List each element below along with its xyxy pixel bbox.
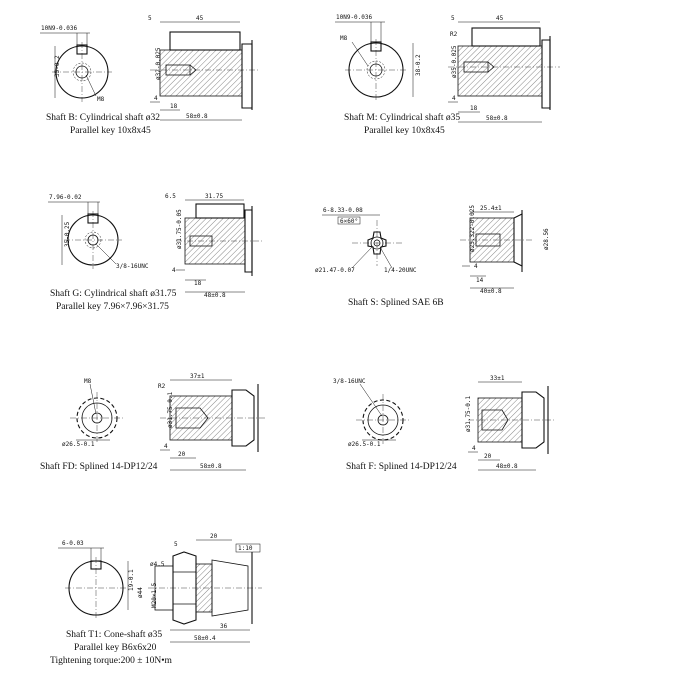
shaft-s-sub: 6×60° — [340, 218, 358, 225]
shaft-b-key-caption: Parallel key 10x8x45 — [70, 126, 151, 136]
shaft-b-side-view — [159, 49, 243, 97]
shaft-b-height-dim: 35-0.2 — [54, 55, 61, 77]
shaft-t1-len1: 5 — [174, 541, 178, 548]
shaft-b-caption: Shaft B: Cylindrical shaft ø32 — [46, 113, 160, 123]
shaft-b-thread: M8 — [97, 96, 105, 103]
shaft-g-key-dim: 7.96-0.02 — [49, 194, 82, 201]
shaft-s-caption: Shaft S: Splined SAE 6B — [348, 298, 444, 308]
shaft-t1-len4: 58±0.4 — [194, 635, 216, 642]
shaft-g-key-caption: Parallel key 7.96×7.96×31.75 — [56, 302, 169, 312]
shaft-s-dia: ø25.322-0.025 — [469, 205, 476, 252]
shaft-t1-torque-caption: Tightening torque:200 ± 10N•m — [50, 656, 172, 666]
shaft-g-dia: ø31.75-0.05 — [176, 209, 183, 249]
shaft-g-thread: 3/8-16UNC — [116, 263, 149, 270]
shaft-b-drawing: 10N9-0.036 35-0.2 M8 5 45 ø32-0.025 4 18… — [40, 15, 260, 121]
shaft-t1-taper: 1:10 — [238, 545, 253, 552]
shaft-s-major: ø21.47-0.07 — [315, 267, 355, 274]
shaft-m-side-view — [457, 45, 543, 97]
shaft-fd-len2: 37±1 — [190, 373, 205, 380]
shaft-s-len4: 40±0.8 — [480, 288, 502, 295]
shaft-t1-caption: Shaft T1: Cone-shaft ø35 — [66, 630, 163, 640]
shaft-b-dia: ø32-0.025 — [155, 47, 162, 80]
shaft-m-len1: 5 — [451, 15, 455, 22]
shaft-f-len3: 20 — [484, 453, 492, 460]
shaft-b-key-dim: 10N9-0.036 — [41, 25, 78, 32]
shaft-b-len5: 4 — [154, 95, 158, 102]
shaft-f-len2: 33±1 — [490, 375, 505, 382]
shaft-t1-drawing: 6-0.03 19-0.1 20 5 1:10 ø4.5 M20×1.5 ø44… — [58, 533, 262, 643]
shaft-g-caption: Shaft G: Cylindrical shaft ø31.75 — [50, 289, 177, 299]
shaft-m-key-dim: 10N9-0.036 — [336, 14, 373, 21]
shaft-t1-dia: ø44 — [137, 587, 144, 598]
shaft-s-len5: 4 — [474, 263, 478, 270]
shaft-t1-d2: ø4.5 — [150, 561, 165, 568]
shaft-m-dia: ø35-0.025 — [451, 45, 458, 78]
shaft-t1-key-caption: Parallel key B6x6x20 — [74, 643, 157, 653]
shaft-g-len3: 18 — [194, 280, 202, 287]
shaft-fd-len4: 58±0.8 — [200, 463, 222, 470]
shaft-b-len1: 5 — [148, 15, 152, 22]
shaft-t1-nut — [172, 551, 197, 625]
shaft-t1-height-dim: 19-0.1 — [128, 569, 135, 591]
shaft-f-minor: ø26.5-0.1 — [348, 441, 381, 448]
shaft-m-radius: R2 — [450, 31, 458, 38]
shaft-b-len4: 58±0.8 — [186, 113, 208, 120]
shaft-t1-len3: 36 — [220, 623, 228, 630]
shaft-g-len4: 48±0.8 — [204, 292, 226, 299]
shaft-s-drawing: 6-8.33-0.08 6×60° ø21.47-0.07 1/4-20UNC … — [315, 205, 550, 295]
shaft-s-thread: 1/4-20UNC — [384, 267, 417, 274]
shaft-b-len3: 18 — [170, 103, 178, 110]
shaft-fd-caption: Shaft FD: Splined 14-DP12/24 — [40, 462, 158, 472]
shaft-f-thread: 3/8-16UNC — [333, 378, 366, 385]
shaft-m-height-dim: 38-0.2 — [415, 54, 422, 76]
shaft-fd-radius: R2 — [158, 383, 166, 390]
shaft-t1-key-dim: 6-0.03 — [62, 540, 84, 547]
shaft-fd-dia: ø31.75-0.1 — [167, 391, 174, 428]
shaft-fd-minor: ø26.5-0.1 — [62, 441, 95, 448]
shaft-fd-len5: 4 — [164, 443, 168, 450]
shaft-g-height-dim: 35-0.25 — [64, 221, 71, 247]
shaft-s-len3: 14 — [476, 277, 484, 284]
shaft-s-len2: 25.4±1 — [480, 205, 502, 212]
shaft-m-key-caption: Parallel key 10x8x45 — [364, 126, 445, 136]
shaft-s-spline-end — [367, 231, 387, 255]
shaft-fd-thread: M8 — [84, 378, 92, 385]
shaft-f-dia: ø31.75-0.1 — [465, 395, 472, 432]
shaft-f-drawing: 3/8-16UNC ø26.5-0.1 33±1 ø31.75-0.1 4 20… — [333, 375, 556, 471]
shaft-m-caption: Shaft M: Cylindrical shaft ø35 — [344, 113, 461, 123]
shaft-t1-len2: 20 — [210, 533, 218, 540]
shaft-g-drawing: 7.96-0.02 35-0.25 3/8-16UNC 6.5 31.75 ø3… — [48, 193, 262, 299]
shaft-fd-drawing: M8 ø26.5-0.1 37±1 R2 ø31.75-0.1 4 20 58±… — [62, 373, 266, 471]
shaft-s-spline-dim: 6-8.33-0.08 — [323, 207, 363, 214]
shaft-g-len2: 31.75 — [205, 193, 223, 200]
shaft-g-len1: 6.5 — [165, 193, 176, 200]
shaft-m-len3: 18 — [470, 105, 478, 112]
shaft-t1-thread: M20×1.5 — [151, 582, 158, 608]
shaft-s-dia2: ø28.56 — [543, 228, 550, 250]
shaft-g-len5: 4 — [172, 267, 176, 274]
shaft-f-len4: 48±0.8 — [496, 463, 518, 470]
shaft-m-drawing: 10N9-0.036 M8 38-0.2 5 45 R2 ø35-0.025 4… — [335, 14, 560, 123]
shaft-m-thread: M8 — [340, 35, 348, 42]
shaft-f-caption: Shaft F: Splined 14-DP12/24 — [346, 462, 457, 472]
shaft-fd-len3: 20 — [178, 451, 186, 458]
shaft-f-len5: 4 — [472, 445, 476, 452]
shaft-m-len2: 45 — [496, 15, 504, 22]
shaft-b-len2: 45 — [196, 15, 204, 22]
shaft-m-len5: 4 — [452, 95, 456, 102]
shaft-m-len4: 58±0.8 — [486, 115, 508, 122]
